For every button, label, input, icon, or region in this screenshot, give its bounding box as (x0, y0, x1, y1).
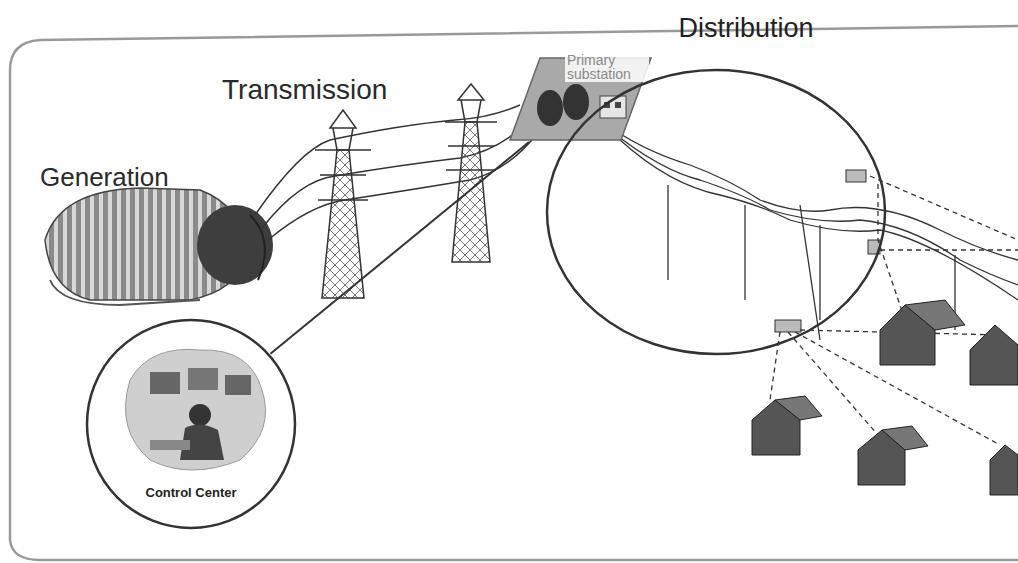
service-drops (770, 176, 1018, 445)
distribution-circle-outline (545, 68, 887, 356)
stage-label: Generation (40, 162, 169, 193)
frame (10, 26, 1018, 560)
pole-transformer (775, 170, 880, 332)
distribution-circle: Distribution (545, 68, 887, 356)
node-text: Primary substation (565, 53, 649, 82)
control-center-circle: Control Center (85, 318, 297, 530)
transmission-tower (445, 84, 497, 262)
distribution-lines (600, 120, 1018, 340)
house (752, 300, 1018, 495)
substation-node: Primary substation (508, 56, 653, 142)
link-line (270, 142, 529, 354)
transmission-lines (255, 105, 540, 240)
transmission-tower (315, 110, 371, 298)
operator-illustration (126, 349, 266, 470)
node-text: Control Center (146, 485, 237, 500)
node-text: Distribution (678, 13, 813, 44)
stage-label: Transmission (222, 74, 387, 106)
generator (45, 188, 273, 305)
